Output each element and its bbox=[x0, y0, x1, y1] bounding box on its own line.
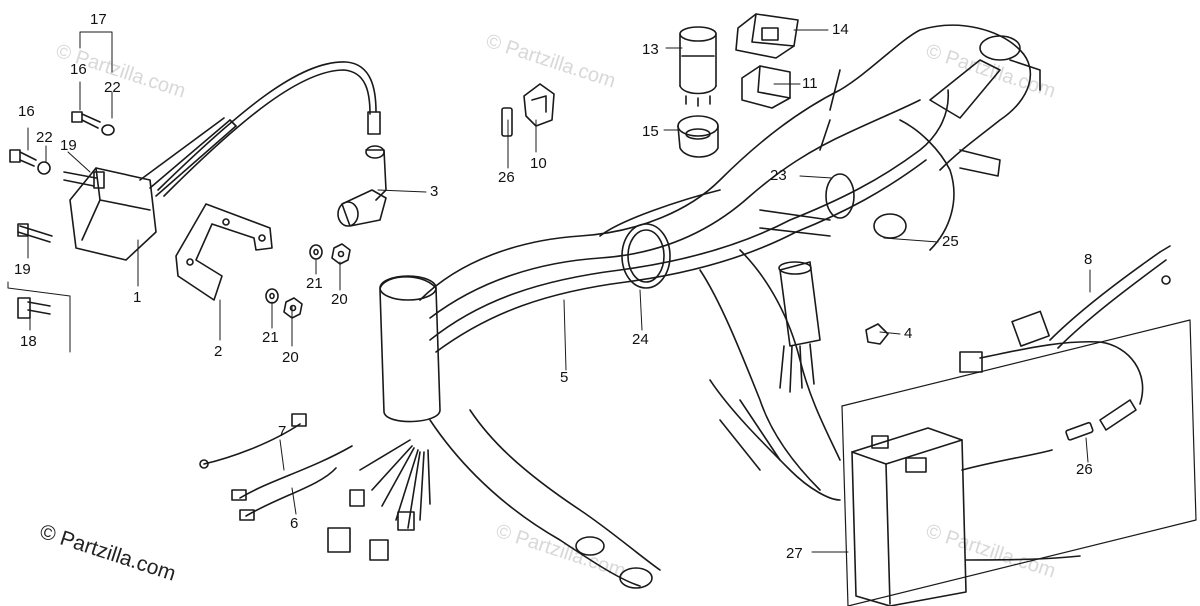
callout-20: 20 bbox=[331, 291, 348, 308]
callout-26: 26 bbox=[1076, 461, 1093, 478]
callout-26: 26 bbox=[498, 169, 515, 186]
part-7-wire bbox=[199, 413, 307, 469]
bolt-16-left bbox=[9, 149, 51, 175]
part-6-wire bbox=[231, 445, 353, 521]
callout-13: 13 bbox=[642, 41, 659, 58]
part-3-plug-cap bbox=[337, 145, 387, 227]
part-15-band bbox=[677, 115, 719, 158]
battery-box-outline bbox=[841, 319, 1197, 606]
callout-22: 22 bbox=[104, 79, 121, 96]
part-2-bracket bbox=[175, 203, 273, 301]
part-1-regulator bbox=[69, 117, 237, 261]
nut-20-upper bbox=[331, 243, 351, 265]
part-10-clip bbox=[523, 83, 555, 127]
frame bbox=[327, 24, 1041, 589]
callout-3: 3 bbox=[430, 183, 439, 200]
part-11-flasher bbox=[741, 65, 791, 109]
callout-15: 15 bbox=[642, 123, 659, 140]
callout-5: 5 bbox=[560, 369, 569, 386]
part-25-band bbox=[873, 213, 907, 239]
callout-22: 22 bbox=[36, 129, 53, 146]
callout-19: 19 bbox=[14, 261, 31, 278]
battery-leads bbox=[959, 340, 1144, 561]
callout-21: 21 bbox=[262, 329, 279, 346]
plug-wire bbox=[157, 61, 381, 197]
part-14-mount bbox=[735, 13, 799, 59]
callout-27: 27 bbox=[786, 545, 803, 562]
callout-17: 17 bbox=[90, 11, 107, 28]
nut-20-lower bbox=[283, 297, 303, 319]
part-26-fuse-upper bbox=[501, 107, 513, 137]
leader-lines bbox=[7, 29, 1091, 553]
callout-16: 16 bbox=[70, 61, 87, 78]
bolt-16-upper bbox=[71, 111, 115, 136]
part-27-battery bbox=[851, 427, 967, 606]
callout-1: 1 bbox=[133, 289, 142, 306]
callout-21: 21 bbox=[306, 275, 323, 292]
bolt-18 bbox=[17, 297, 51, 319]
callout-14: 14 bbox=[832, 21, 849, 38]
callout-18: 18 bbox=[20, 333, 37, 350]
part-24-band bbox=[621, 223, 671, 289]
callout-19: 19 bbox=[60, 137, 77, 154]
part-26-fuse-lower bbox=[1065, 421, 1094, 441]
washer-21-lower bbox=[265, 288, 279, 304]
callout-20: 20 bbox=[282, 349, 299, 366]
bolt-19-lower bbox=[17, 223, 53, 243]
part-4-connector bbox=[865, 323, 889, 345]
callout-24: 24 bbox=[632, 331, 649, 348]
callout-8: 8 bbox=[1084, 251, 1093, 268]
callout-11: 11 bbox=[802, 75, 818, 92]
washer-21-upper bbox=[309, 244, 323, 260]
callout-23: 23 bbox=[770, 167, 787, 184]
callout-6: 6 bbox=[290, 515, 299, 532]
callout-4: 4 bbox=[904, 325, 913, 342]
callout-16: 16 bbox=[18, 103, 35, 120]
callout-10: 10 bbox=[530, 155, 547, 172]
part-23-band bbox=[825, 173, 855, 219]
part-8-cable bbox=[1011, 245, 1171, 349]
part-13-relay bbox=[679, 26, 717, 107]
callout-25: 25 bbox=[942, 233, 959, 250]
callout-7: 7 bbox=[278, 423, 287, 440]
callout-2: 2 bbox=[214, 343, 223, 360]
